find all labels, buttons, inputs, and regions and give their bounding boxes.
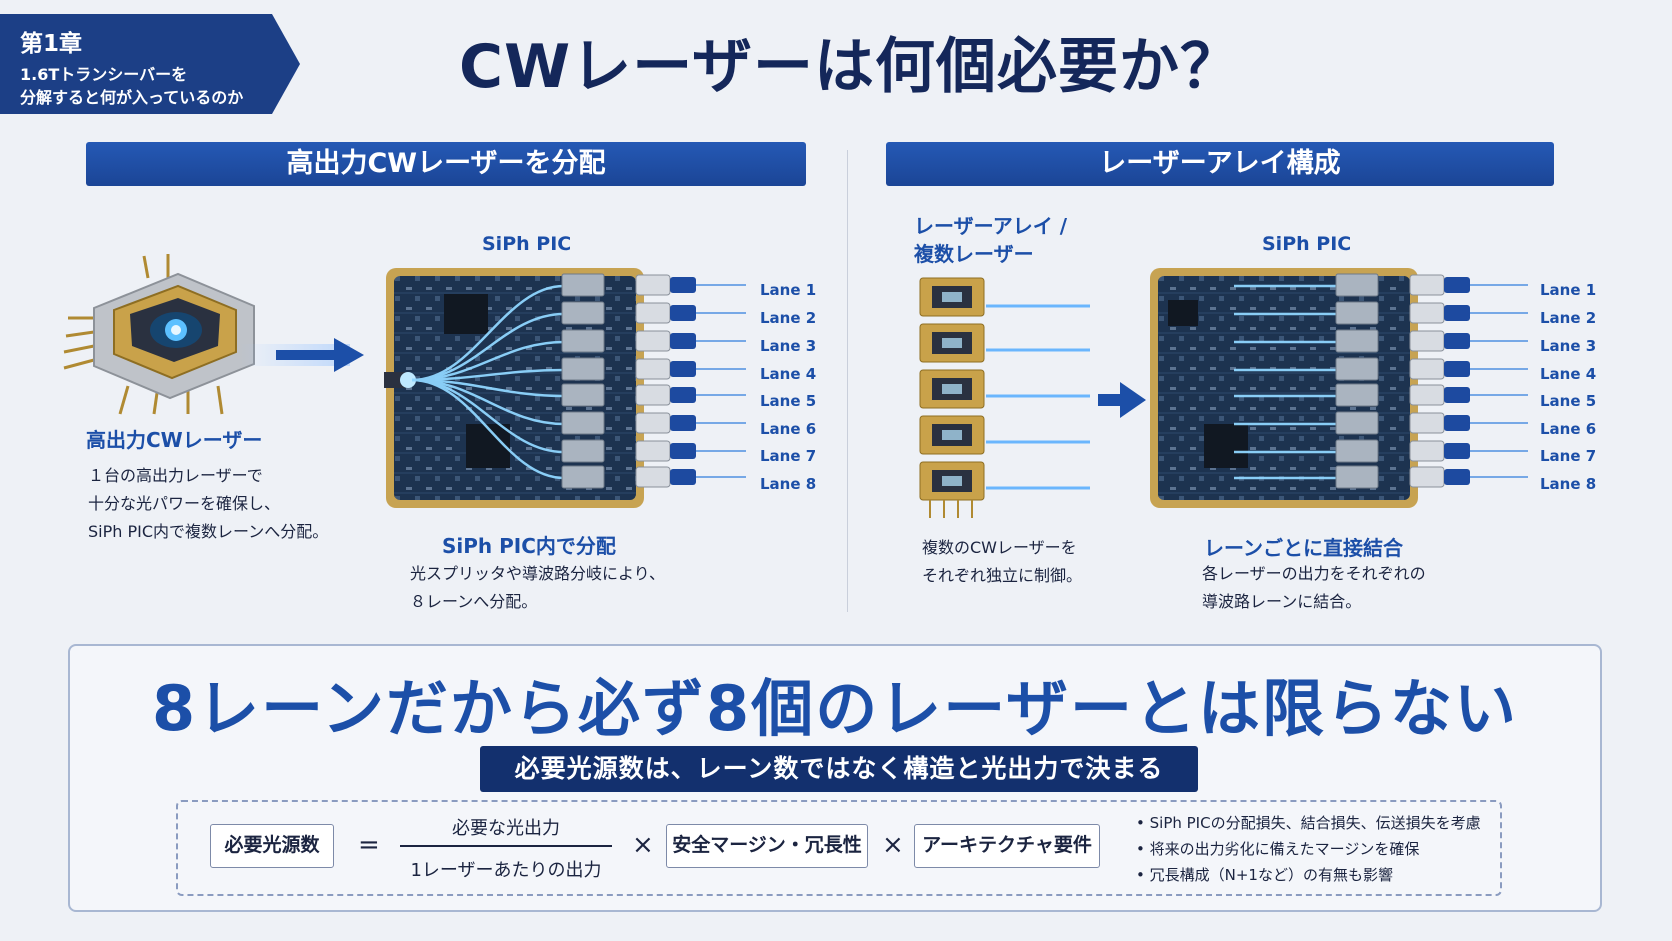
left-lane-2: Lane 2 (760, 309, 817, 327)
left-lane-3: Lane 3 (760, 337, 817, 355)
chapter-tag (0, 14, 300, 114)
arrow-right-icon (276, 338, 364, 372)
right-lane-3: Lane 3 (1540, 337, 1597, 355)
chapter-number: 第1章 (20, 31, 83, 57)
note-item-2: • 将来の出力劣化に備えたマージンを確保 (1136, 840, 1420, 858)
formula-equals: = (358, 830, 380, 860)
right-lane-6: Lane 6 (1540, 420, 1597, 438)
left-lane-5: Lane 5 (760, 392, 817, 410)
fraction-bar (400, 845, 612, 847)
right-lane-2: Lane 2 (1540, 309, 1597, 327)
left-lane-8: Lane 8 (760, 475, 817, 493)
left-lane-6: Lane 6 (760, 420, 817, 438)
formula-times-1: × (632, 830, 654, 860)
formula-factor-margin: 安全マージン・冗長性 (666, 824, 868, 868)
arrow-right-icon (1098, 382, 1146, 418)
laser-desc-1: １台の高出力レーザーで (88, 466, 263, 485)
laser-array-icon (919, 277, 1090, 518)
array-desc-1: 複数のCWレーザーを (922, 538, 1077, 557)
right-lane-8: Lane 8 (1540, 475, 1597, 493)
formula-lhs: 必要光源数 (210, 824, 334, 868)
chapter-tag-shape (0, 14, 300, 114)
summary-headline: 8レーンだから必ず8個のレーザーとは限らない (152, 672, 1518, 745)
pic-chip-icon (1150, 268, 1528, 508)
section-divider (847, 150, 848, 612)
left-pic-label: SiPh PIC (482, 233, 572, 255)
array-label-1: レーザーアレイ / (914, 214, 1068, 238)
left-lane-7: Lane 7 (760, 447, 817, 465)
right-lane-5: Lane 5 (1540, 392, 1597, 410)
right-lane-4: Lane 4 (1540, 365, 1597, 383)
note-item-3: • 冗長構成（N+1など）の有無も影響 (1136, 866, 1393, 884)
right-pic-desc-2: 導波路レーンに結合。 (1202, 592, 1362, 611)
chapter-subtitle-line2: 分解すると何が入っているのか (20, 88, 244, 107)
laser-package-icon (63, 254, 255, 415)
fiber-connector-icon (1409, 274, 1528, 488)
right-pic-desc-1: 各レーザーの出力をそれぞれの (1202, 564, 1426, 583)
formula-box (176, 800, 1502, 896)
fiber-connector-icon (635, 274, 746, 488)
summary-banner: 必要光源数は、レーン数ではなく構造と光出力で決まる (480, 746, 1198, 792)
left-pic-heading: SiPh PIC内で分配 (442, 534, 616, 558)
right-lane-1: Lane 1 (1540, 281, 1597, 299)
left-lane-4: Lane 4 (760, 365, 817, 383)
formula-factor-arch: アーキテクチャ要件 (914, 824, 1100, 868)
left-pic-desc-1: 光スプリッタや導波路分岐により、 (410, 564, 666, 583)
formula-denominator: 1レーザーあたりの出力 (410, 860, 602, 881)
laser-heading: 高出力CWレーザー (86, 428, 263, 452)
right-pic-heading: レーンごとに直接結合 (1204, 536, 1403, 560)
right-pic-label: SiPh PIC (1262, 233, 1352, 255)
chapter-subtitle-line1: 1.6Tトランシーバーを (20, 65, 188, 84)
laser-desc-2: 十分な光パワーを確保し、 (88, 494, 281, 513)
note-item-1: • SiPh PICの分配損失、結合損失、伝送損失を考慮 (1136, 814, 1481, 832)
left-pic-desc-2: ８レーンへ分配。 (410, 592, 538, 611)
page-title: CWレーザーは何個必要か？ (458, 32, 1241, 102)
formula-times-2: × (882, 830, 904, 860)
array-desc-2: それぞれ独立に制御。 (922, 566, 1083, 585)
right-section-header: レーザーアレイ構成 (886, 142, 1554, 186)
right-lane-7: Lane 7 (1540, 447, 1597, 465)
array-label-2: 複数レーザー (914, 242, 1034, 266)
left-lane-1: Lane 1 (760, 281, 817, 299)
laser-desc-3: SiPh PIC内で複数レーンへ分配。 (88, 522, 329, 541)
left-section-header: 高出力CWレーザーを分配 (86, 142, 806, 186)
formula-numerator: 必要な光出力 (452, 818, 560, 839)
pic-chip-icon (384, 268, 746, 508)
